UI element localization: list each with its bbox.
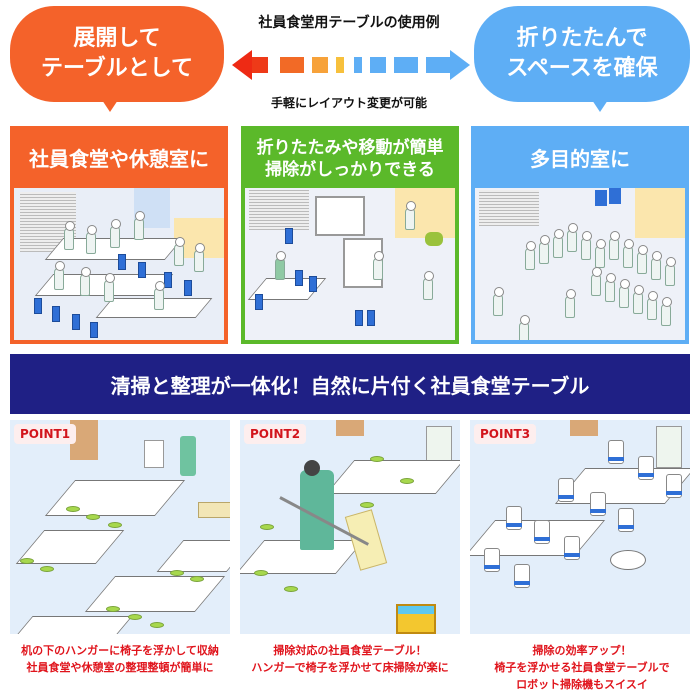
caption-line: 社員食堂や休憩室の整理整頓が簡単に: [26, 661, 214, 674]
mopping-under-tables-illustration: [240, 420, 460, 634]
robot-vacuum-illustration: [470, 420, 690, 634]
caption-line: 机の下のハンガーに椅子を浮かして収納: [21, 644, 219, 657]
point-1-caption: 机の下のハンガーに椅子を浮かして収納 社員食堂や休憩室の整理整頓が簡単に: [0, 642, 240, 676]
caption-line: 椅子を浮かせる社員食堂テーブルで: [494, 661, 670, 674]
panel-title: 折りたたみや移動が簡単 掃除がしっかりできる: [245, 130, 455, 188]
point-badge: POINT3: [474, 424, 537, 444]
usage-example-title: 社員食堂用テーブルの使用例: [258, 15, 440, 31]
point-panel-2: POINT2: [240, 420, 460, 634]
panel-title-line1: 折りたたみや移動が簡単: [256, 138, 444, 158]
layout-change-arrow: [232, 50, 470, 80]
fold-to-save-space-bubble: 折りたたんで スペースを確保: [474, 6, 690, 112]
layout-change-subtitle: 手軽にレイアウト変更が可能: [270, 96, 427, 110]
bubble-tail: [592, 100, 608, 112]
point-panel-3: POINT3: [470, 420, 690, 634]
usage-panel-cafeteria: 社員食堂や休憩室に: [10, 126, 228, 344]
caption-line: ロボット掃除機もスイスイ: [516, 678, 648, 691]
multipurpose-room-assembly-illustration: [475, 188, 685, 340]
point-badge: POINT2: [244, 424, 307, 444]
usage-panel-folding-cleaning: 折りたたみや移動が簡単 掃除がしっかりできる: [241, 126, 459, 344]
panel-title-line1: 多目的室に: [530, 147, 630, 171]
usage-panel-multipurpose: 多目的室に: [471, 126, 689, 344]
expand-as-table-bubble: 展開して テーブルとして: [10, 6, 224, 112]
bubble-tail: [102, 100, 118, 112]
panel-title: 多目的室に: [475, 130, 685, 188]
left-bubble-line1: 展開して: [73, 26, 161, 51]
panel-title-line2: 掃除がしっかりできる: [265, 160, 435, 180]
folding-cleaning-illustration: [245, 188, 455, 340]
arrow-right-icon: [450, 50, 470, 80]
point-panel-1: POINT1: [10, 420, 230, 634]
caption-line: 掃除対応の社員食堂テーブル！: [273, 644, 427, 657]
cafeteria-dining-illustration: [14, 188, 224, 340]
feature-banner: 清掃と整理が一体化！自然に片付く社員食堂テーブル: [10, 354, 690, 414]
point-3-caption: 掃除の効率アップ！ 椅子を浮かせる社員食堂テーブルで ロボット掃除機もスイスイ: [462, 642, 700, 693]
banner-text: 清掃と整理が一体化！自然に片付く社員食堂テーブル: [110, 373, 590, 398]
point-badge: POINT1: [14, 424, 77, 444]
panel-title: 社員食堂や休憩室に: [14, 130, 224, 188]
chairs-hung-under-tables-illustration: [10, 420, 230, 634]
point-2-caption: 掃除対応の社員食堂テーブル！ ハンガーで椅子を浮かせて床掃除が楽に: [230, 642, 470, 676]
arrow-left-icon: [232, 50, 252, 80]
right-bubble-line1: 折りたたんで: [516, 26, 648, 51]
panel-title-line1: 社員食堂や休憩室に: [29, 147, 209, 171]
caption-line: 掃除の効率アップ！: [532, 644, 632, 657]
right-bubble-line2: スペースを確保: [506, 56, 658, 81]
left-bubble-line2: テーブルとして: [40, 56, 194, 81]
caption-line: ハンガーで椅子を浮かせて床掃除が楽に: [251, 661, 449, 674]
